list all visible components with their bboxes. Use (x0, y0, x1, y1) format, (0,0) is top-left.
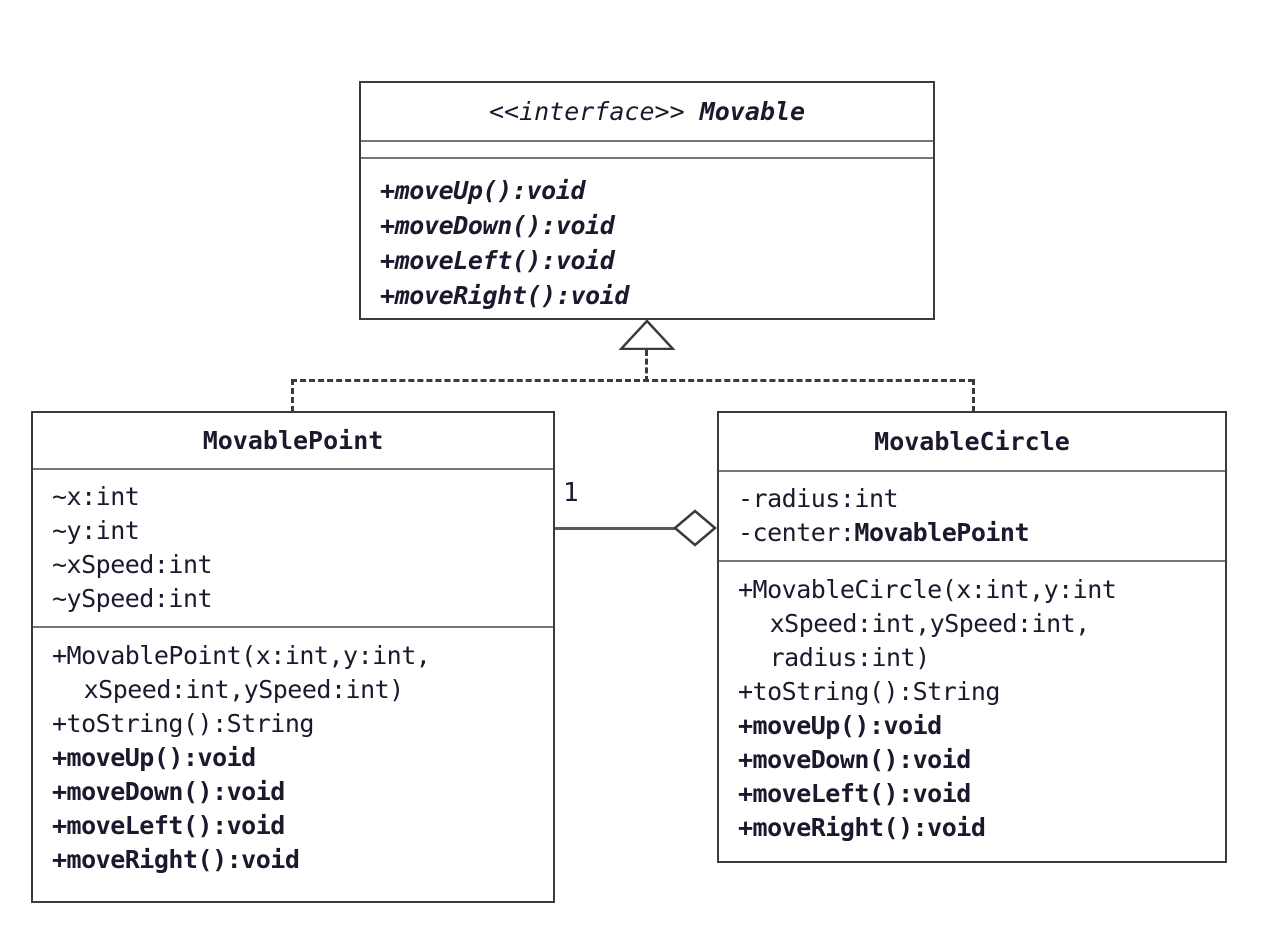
movablecircle-operation: +MovableCircle(x:int,y:int (738, 575, 1117, 604)
realization-horizontal-dashed-line (291, 379, 974, 382)
movablecircle-operation: radius:int) (769, 643, 931, 672)
movablecircle-operations-compartment: +MovableCircle(x:int,y:int xSpeed:int,yS… (719, 560, 1225, 855)
realization-hollow-triangle-icon (619, 320, 675, 350)
aggregation-hollow-diamond-icon (673, 509, 717, 547)
class-box-movablecircle[interactable]: MovableCircle -radius:int -center:Movabl… (717, 411, 1227, 863)
interface-title: <<interface>> Movable (361, 83, 933, 140)
realization-stub-line (645, 350, 648, 382)
movablecircle-attribute: -radius:int (738, 482, 1225, 516)
movablepoint-attribute: ~x:int (52, 482, 140, 511)
interface-attributes-compartment (361, 140, 933, 157)
title-space (685, 97, 700, 126)
movablepoint-operation: +moveLeft():void (52, 811, 285, 840)
movablecircle-attribute: -center:MovablePoint (738, 516, 1225, 550)
movablepoint-operations-compartment: +MovablePoint(x:int,y:int, xSpeed:int,yS… (33, 626, 553, 887)
movablepoint-attribute: ~y:int (52, 516, 140, 545)
movablecircle-title: MovableCircle (874, 427, 1070, 456)
interface-operation: +moveUp():void (380, 176, 586, 205)
movablepoint-operation: +moveDown():void (52, 777, 285, 806)
interface-operation: +moveRight():void (380, 281, 630, 310)
movablepoint-operation: +toString():String (52, 709, 314, 738)
attribute-text: -center: (738, 518, 855, 547)
attribute-text: -radius:int (738, 484, 899, 513)
realization-drop-to-movablecircle (972, 379, 975, 412)
movablepoint-title: MovablePoint (202, 426, 384, 455)
movablecircle-operation: +moveDown():void (738, 745, 971, 774)
interface-operation: +moveDown():void (380, 211, 615, 240)
interface-operations-compartment: +moveUp():void +moveDown():void +moveLef… (361, 157, 933, 313)
interface-stereotype-label: <<interface>> (488, 97, 685, 126)
movablepoint-attribute: ~xSpeed:int (52, 550, 213, 579)
class-box-movablepoint[interactable]: MovablePoint ~x:int ~y:int ~xSpeed:int ~… (31, 411, 555, 903)
attribute-type-label: MovablePoint (854, 518, 1030, 547)
aggregation-multiplicity-label: 1 (563, 478, 579, 508)
movablecircle-attributes-compartment: -radius:int -center:MovablePoint (719, 470, 1225, 560)
movablecircle-operation: +moveRight():void (738, 813, 986, 842)
interface-operation: +moveLeft():void (380, 246, 615, 275)
realization-drop-to-movablepoint (291, 379, 294, 412)
movablecircle-operation: +moveLeft():void (738, 779, 971, 808)
movablepoint-operation: +MovablePoint(x:int,y:int, (52, 641, 431, 670)
class-box-movable-interface[interactable]: <<interface>> Movable +moveUp():void +mo… (359, 81, 935, 320)
movablecircle-operation: xSpeed:int,ySpeed:int, (769, 609, 1091, 638)
movablepoint-operation: xSpeed:int,ySpeed:int) (83, 675, 405, 704)
movablecircle-operation: +moveUp():void (738, 711, 942, 740)
movablecircle-operation: +toString():String (738, 677, 1000, 706)
aggregation-association-line (555, 527, 677, 530)
interface-name-label: Movable (699, 97, 806, 126)
movablepoint-attributes-compartment: ~x:int ~y:int ~xSpeed:int ~ySpeed:int (33, 468, 553, 626)
movablepoint-attribute: ~ySpeed:int (52, 584, 213, 613)
movablepoint-operation: +moveRight():void (52, 845, 300, 874)
movablepoint-operation: +moveUp():void (52, 743, 256, 772)
